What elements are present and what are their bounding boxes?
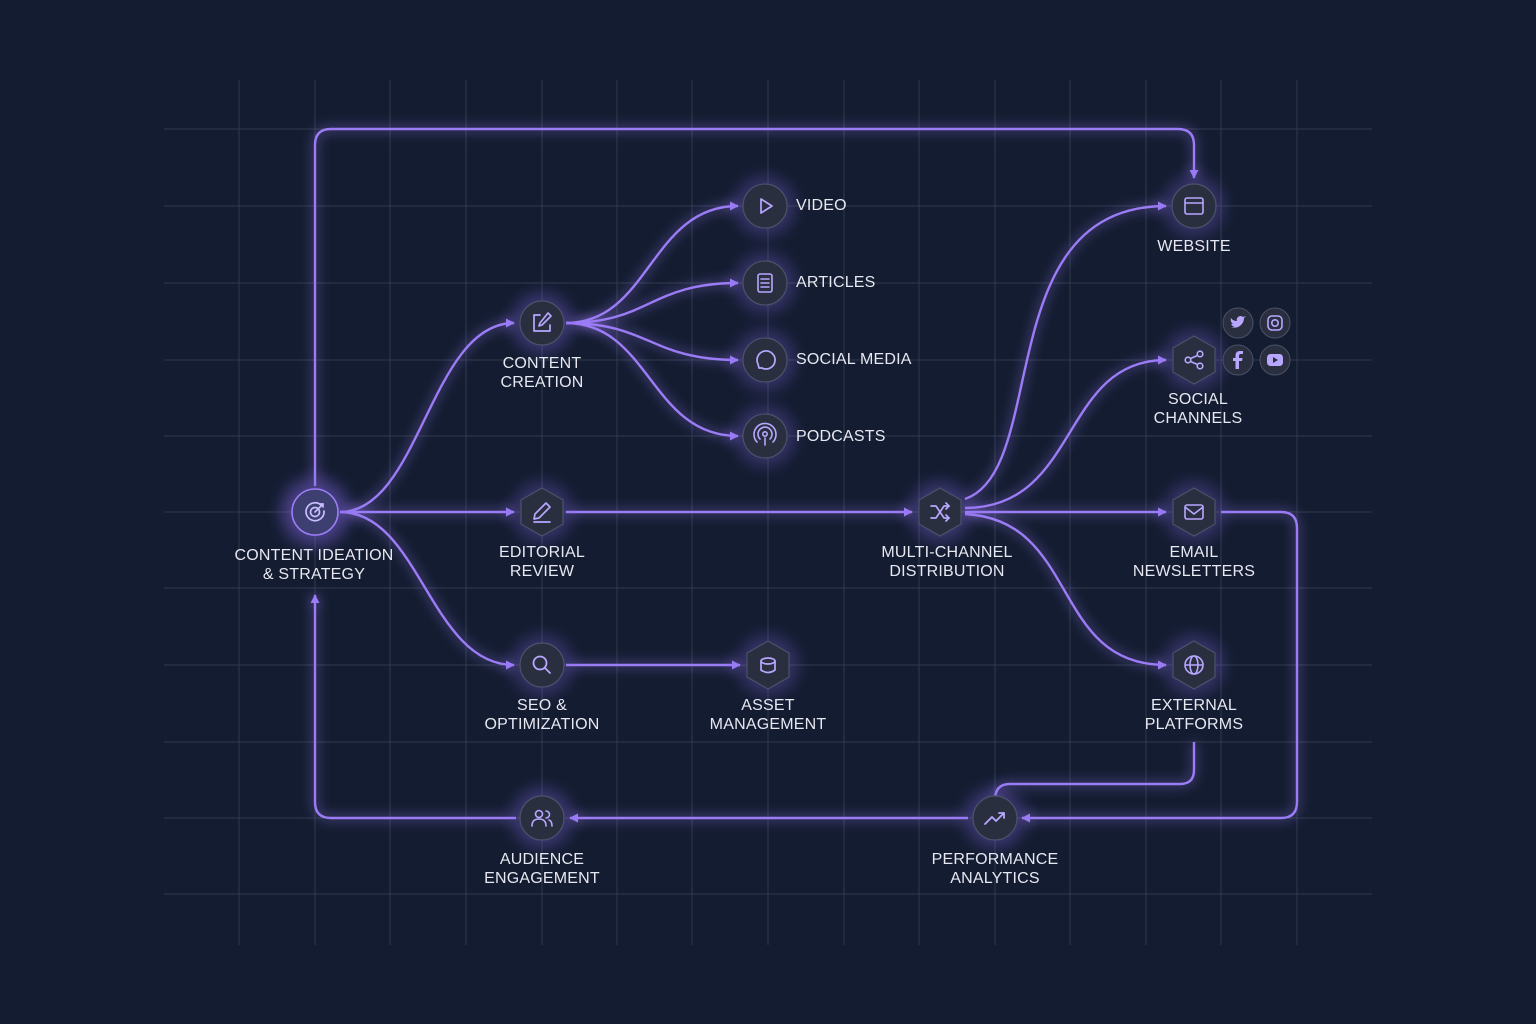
pen-icon [533,502,551,523]
node-editorial [512,482,572,542]
label-creation: CONTENT CREATION [500,355,584,391]
database-icon [760,657,776,674]
document-icon [757,273,773,293]
edge-creation-podcasts [565,321,739,441]
label-website: WEBSITE [1157,238,1231,255]
edit-icon [533,312,552,332]
edge-ideation-seo [339,510,515,670]
label-distribution: MULTI-CHANNEL DISTRIBUTION [881,544,1013,580]
node-analytics [965,788,1025,848]
edge-email-analytics [1021,510,1299,823]
label-articles: ARTICLES [796,274,876,291]
search-icon [532,655,551,674]
edge-creation-video [565,201,739,325]
target-icon [305,501,325,522]
label-analytics: PERFORMANCE ANALYTICS [931,851,1059,887]
node-video [735,176,795,236]
node-audience [512,788,572,848]
users-icon [531,809,553,827]
edge-creation-social-media [565,321,739,365]
edge-ideation-creation [339,318,515,514]
node-website [1164,176,1224,236]
node-social-media [735,330,795,390]
mail-icon [1184,504,1204,520]
node-asset [738,635,798,695]
label-social-media: SOCIAL MEDIA [796,351,912,368]
label-external: EXTERNAL PLATFORMS [1144,697,1244,733]
label-social-channels: SOCIAL CHANNELS [1153,391,1243,427]
facebook-icon [1222,344,1254,376]
share-icon [1184,350,1204,370]
node-podcasts [735,406,795,466]
node-creation [512,293,572,353]
node-articles [735,253,795,313]
edge-ideation-website [313,127,1199,486]
twitter-icon [1222,307,1254,339]
instagram-icon [1259,307,1291,339]
label-seo: SEO & OPTIMIZATION [484,697,600,733]
edge-creation-articles [565,278,739,325]
shuffle-icon [930,502,950,522]
node-distribution [910,482,970,542]
label-podcasts: PODCASTS [796,428,886,445]
label-editorial: EDITORIAL REVIEW [499,544,585,580]
connectors [310,127,1299,823]
label-ideation: CONTENT IDEATION & STRATEGY [234,547,394,583]
edge-distribution-website [964,201,1167,501]
edge-distribution-social-channels [964,355,1167,510]
chat-bubble-icon [756,350,776,370]
label-audience: AUDIENCE ENGAGEMENT [484,851,600,887]
globe-icon [1184,655,1204,675]
node-seo [512,635,572,695]
label-email: EMAIL NEWSLETTERS [1132,544,1256,580]
edge-distribution-external [964,512,1167,670]
edge-audience-ideation [310,594,516,820]
label-asset: ASSET MANAGEMENT [709,697,827,733]
trend-up-icon [984,812,1005,825]
play-icon [760,198,773,214]
label-video: VIDEO [796,197,847,214]
node-ideation [281,478,349,546]
youtube-icon [1259,344,1291,376]
node-email [1164,482,1224,542]
podcast-icon [753,422,777,446]
browser-window-icon [1184,197,1204,215]
node-social-channels [1164,330,1224,390]
edge-external-analytics [993,742,1196,801]
node-external [1164,635,1224,695]
